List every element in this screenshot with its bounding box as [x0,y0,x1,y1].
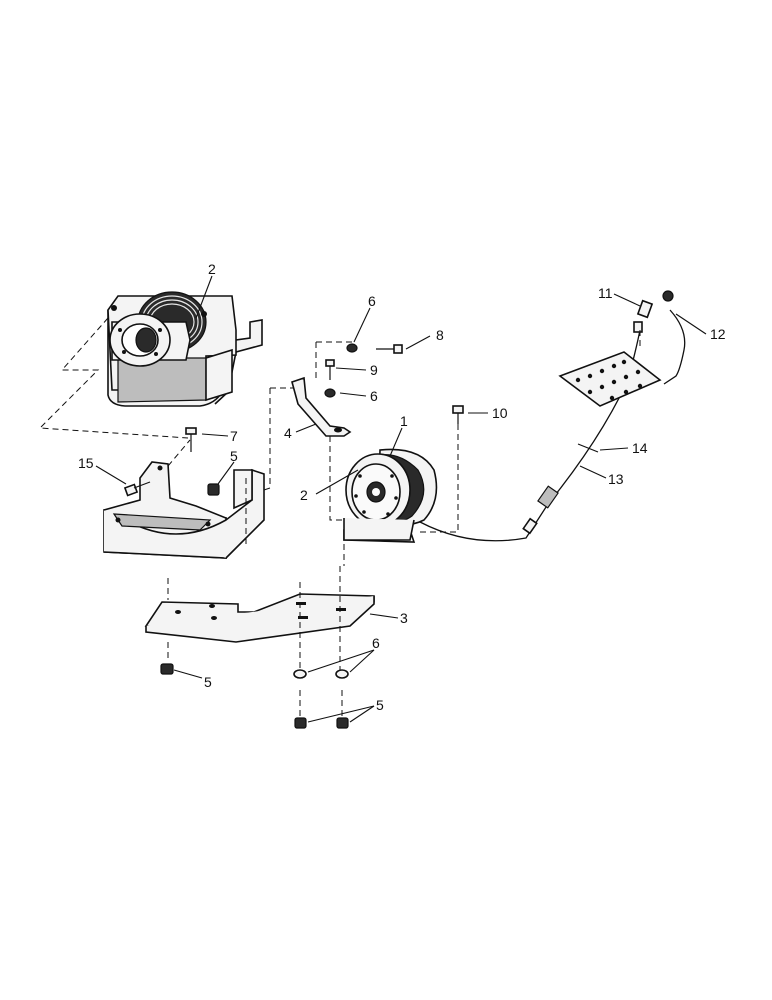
cable-connector [522,485,559,535]
callout-6-lower: 6 [372,635,380,651]
callout-7: 7 [230,428,238,444]
bolt-10 [452,405,464,424]
callout-leaders [95,275,707,723]
callout-8: 8 [436,327,444,343]
terminal-strip [558,351,662,407]
arm-bracket-4 [291,376,352,437]
callout-5-upper: 5 [230,448,238,464]
callout-11: 11 [598,285,613,301]
washer-6-left [293,669,307,679]
nut-5-lower-mid [294,717,307,729]
callout-2-brake: 2 [300,487,308,503]
callout-14: 14 [632,440,648,456]
callout-6-mid: 6 [370,388,378,404]
wire-12 [663,309,686,385]
callout-9: 9 [370,362,378,378]
callout-6-upper: 6 [368,293,376,309]
callout-10: 10 [492,405,508,421]
bolt-8 [376,344,403,354]
nut-5-lower-right [336,717,349,729]
brake-unit [343,448,438,543]
nut-5-upper [207,483,220,496]
callout-4: 4 [284,425,292,441]
bolt-9 [325,359,335,380]
base-plate [144,593,375,643]
pin-14 [577,443,599,453]
callout-5-lower: 5 [376,697,384,713]
bolt-7 [185,427,197,452]
callout-3: 3 [400,610,408,626]
saddle-bracket [103,461,265,559]
callout-5-lower-left: 5 [204,674,212,690]
callout-15: 15 [78,455,94,471]
washer-6-mid [324,388,336,398]
callout-1: 1 [400,413,408,429]
nut-5-lower-left [160,663,174,675]
callout-2-housing: 2 [208,261,216,277]
callout-13: 13 [608,471,624,487]
washer-6-upper [346,343,358,353]
pulley-housing-assembly [107,291,263,407]
bolt-15 [123,481,151,497]
washer-6-right [335,669,349,679]
switch-11 [633,290,674,333]
callout-12: 12 [710,326,726,342]
